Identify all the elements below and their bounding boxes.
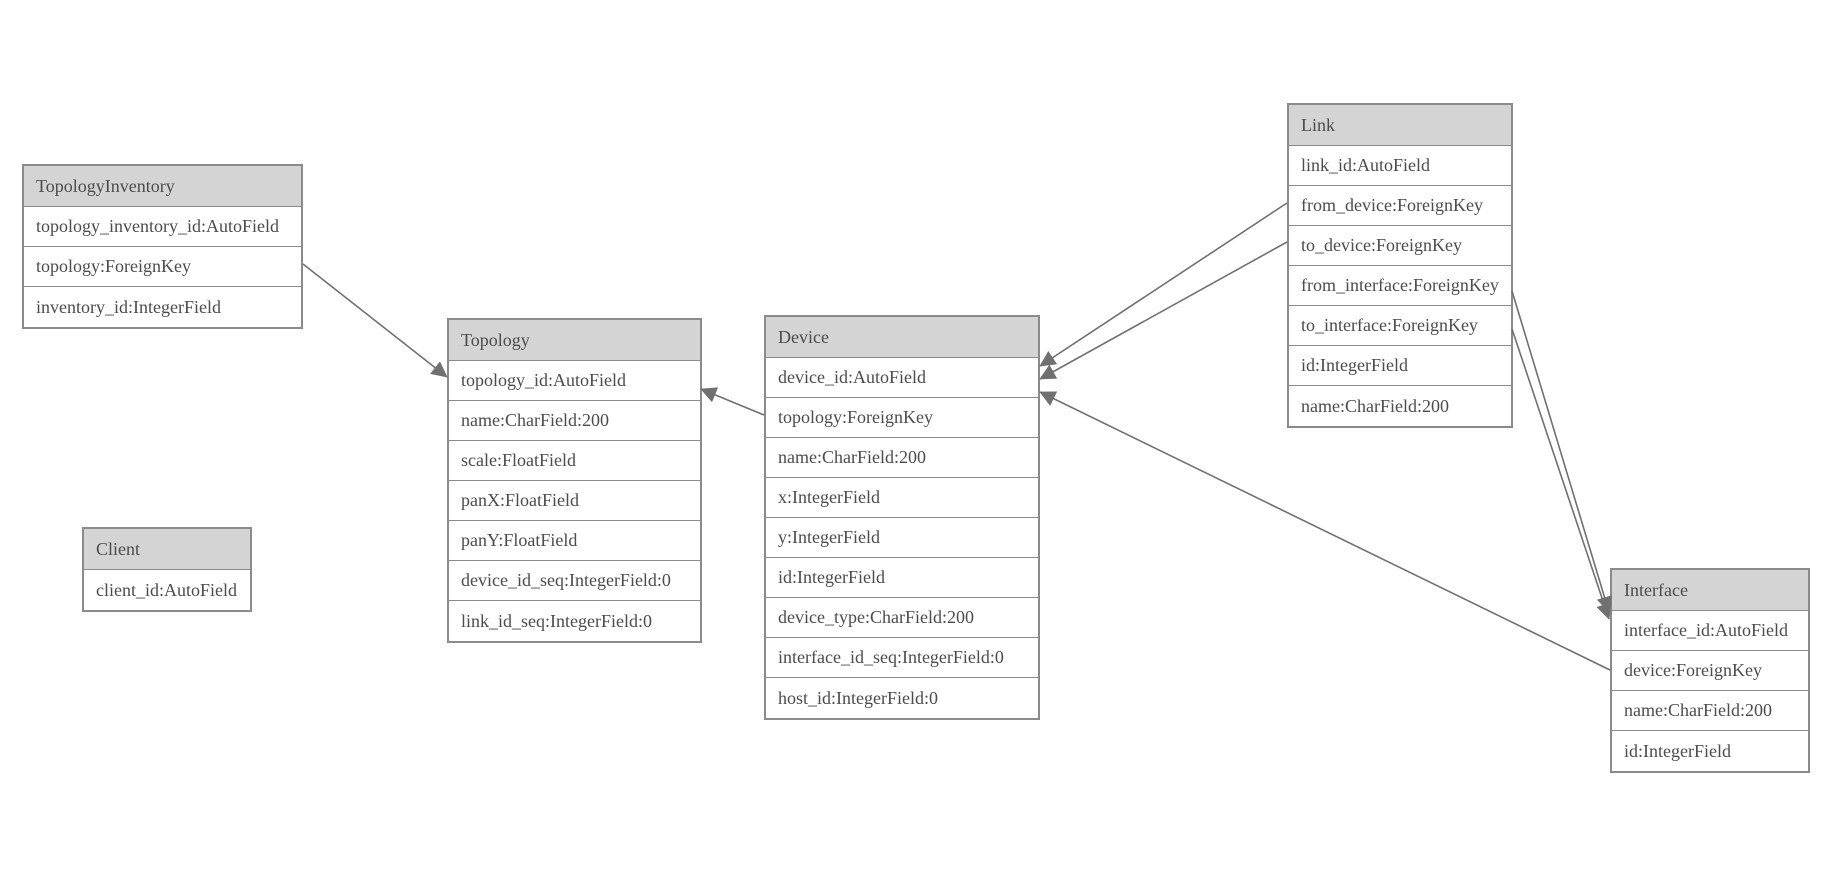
- field-row-device: id:IntegerField: [766, 558, 1038, 598]
- field-row-topology: scale:FloatField: [449, 441, 700, 481]
- table-title-interface: Interface: [1612, 570, 1808, 611]
- field-row-interface: name:CharField:200: [1612, 691, 1808, 731]
- field-row-device: y:IntegerField: [766, 518, 1038, 558]
- field-row-link: link_id:AutoField: [1289, 146, 1511, 186]
- table-title-client: Client: [84, 529, 250, 570]
- field-row-link: to_interface:ForeignKey: [1289, 306, 1511, 346]
- field-row-link: to_device:ForeignKey: [1289, 226, 1511, 266]
- field-row-link: from_device:ForeignKey: [1289, 186, 1511, 226]
- edge-device-topology: [700, 387, 765, 416]
- field-row-topology-inventory: inventory_id:IntegerField: [24, 287, 301, 327]
- field-row-topology-inventory: topology_inventory_id:AutoField: [24, 207, 301, 247]
- edge-link-to-interface-interface: [1511, 328, 1612, 620]
- field-row-interface: interface_id:AutoField: [1612, 611, 1808, 651]
- field-row-topology: panX:FloatField: [449, 481, 700, 521]
- table-title-device: Device: [766, 317, 1038, 358]
- field-row-topology: topology_id:AutoField: [449, 361, 700, 401]
- field-row-device: device_id:AutoField: [766, 358, 1038, 398]
- field-row-device: x:IntegerField: [766, 478, 1038, 518]
- field-row-device: topology:ForeignKey: [766, 398, 1038, 438]
- table-title-topology: Topology: [449, 320, 700, 361]
- field-row-interface: device:ForeignKey: [1612, 651, 1808, 691]
- edge-topologyinventory-topology: [302, 263, 448, 378]
- field-row-topology: device_id_seq:IntegerField:0: [449, 561, 700, 601]
- field-row-device: name:CharField:200: [766, 438, 1038, 478]
- field-row-link: name:CharField:200: [1289, 386, 1511, 426]
- field-row-link: id:IntegerField: [1289, 346, 1511, 386]
- field-row-topology-inventory: topology:ForeignKey: [24, 247, 301, 287]
- edge-link-to-device-device: [1039, 241, 1288, 380]
- field-row-topology: panY:FloatField: [449, 521, 700, 561]
- table-title-link: Link: [1289, 105, 1511, 146]
- edge-interface-device-device: [1039, 391, 1611, 671]
- field-row-device: host_id:IntegerField:0: [766, 678, 1038, 718]
- field-row-topology: link_id_seq:IntegerField:0: [449, 601, 700, 641]
- table-rows: client_id:AutoField: [84, 570, 250, 610]
- field-row-device: device_type:CharField:200: [766, 598, 1038, 638]
- edge-link-from-interface-interface: [1511, 290, 1613, 613]
- field-row-device: interface_id_seq:IntegerField:0: [766, 638, 1038, 678]
- entity-table-client: Client client_id:AutoField: [82, 527, 252, 612]
- field-row-topology: name:CharField:200: [449, 401, 700, 441]
- edge-link-from-device-device: [1039, 202, 1288, 367]
- field-row-client: client_id:AutoField: [84, 570, 250, 610]
- entity-table-topology-inventory: TopologyInventory topology_inventory_id:…: [22, 164, 303, 329]
- field-row-interface: id:IntegerField: [1612, 731, 1808, 771]
- field-row-link: from_interface:ForeignKey: [1289, 266, 1511, 306]
- table-title-topology-inventory: TopologyInventory: [24, 166, 301, 207]
